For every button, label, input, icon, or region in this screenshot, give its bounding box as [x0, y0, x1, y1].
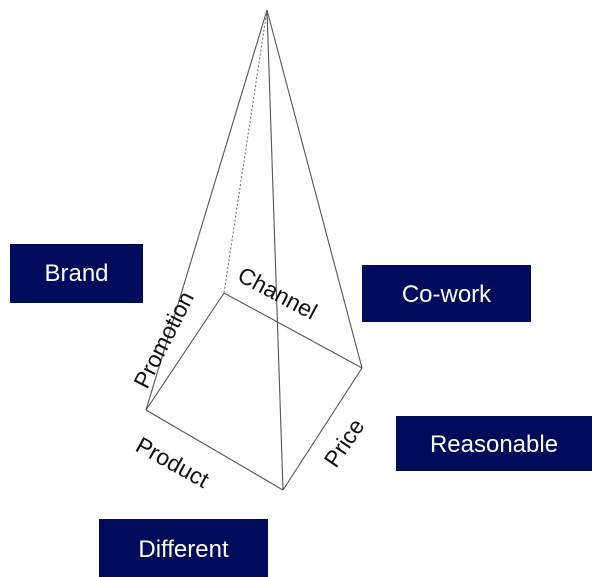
edge-front-left [145, 409, 284, 491]
pyramid-edges [145, 9, 363, 491]
edge-label-product: Product [132, 432, 214, 493]
box-cowork-label: Co-work [402, 281, 492, 308]
edge-apex-to-right [266, 9, 363, 369]
edge-front-right [282, 367, 363, 491]
box-different-label: Different [138, 536, 229, 563]
box-reasonable: Reasonable [396, 416, 592, 471]
box-reasonable-label: Reasonable [430, 431, 558, 458]
box-brand-label: Brand [44, 260, 108, 287]
edge-apex-to-front-bottom [266, 9, 284, 491]
edge-apex-to-front-left [145, 9, 268, 411]
box-cowork: Co-work [362, 265, 531, 322]
edge-back-left [145, 292, 225, 411]
edge-back-top [223, 292, 363, 369]
box-different: Different [99, 519, 268, 577]
edge-apex-to-back-left [223, 9, 268, 294]
box-brand: Brand [10, 244, 143, 303]
